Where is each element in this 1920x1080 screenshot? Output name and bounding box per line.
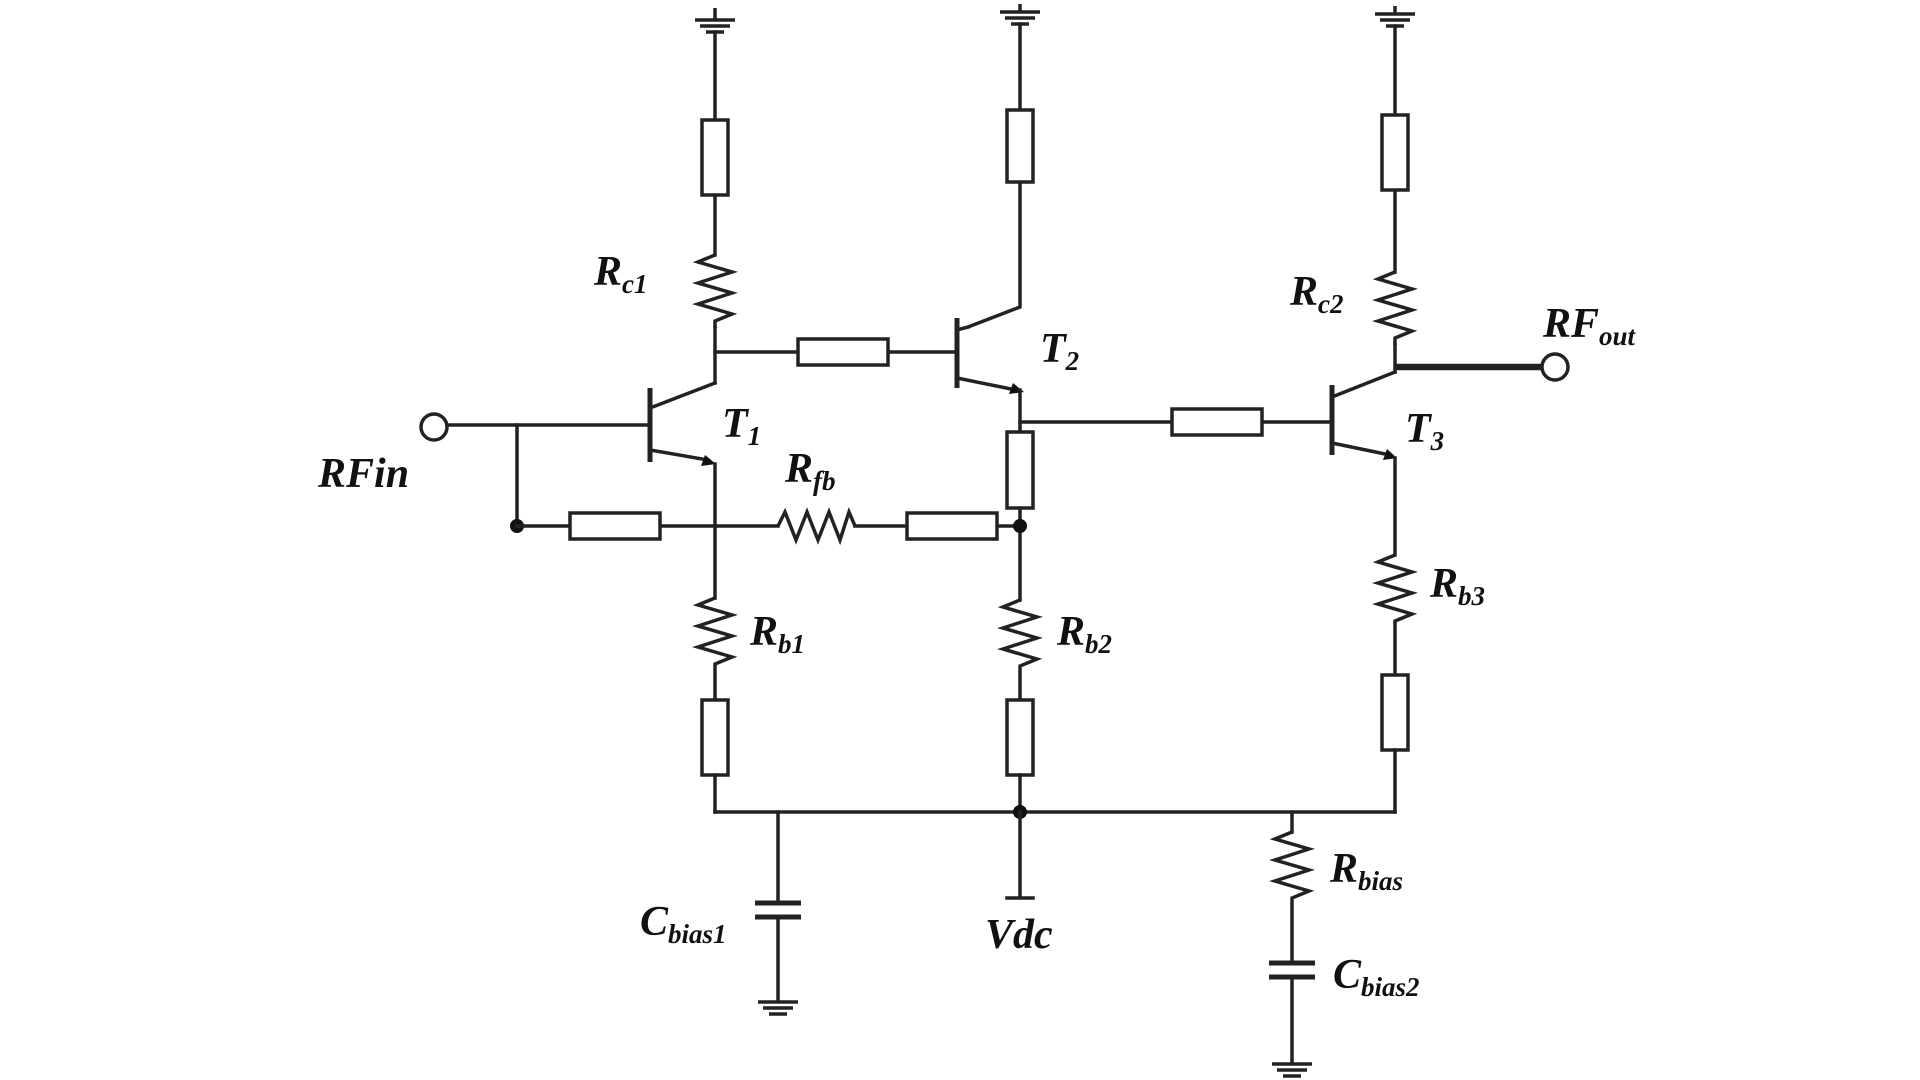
- label-t1: T1: [722, 401, 761, 451]
- junction-feedback-right: [1013, 519, 1027, 533]
- label-t3: T3: [1405, 406, 1444, 456]
- resistor-rc2: [1372, 270, 1418, 345]
- resistor-rc1: [692, 253, 738, 328]
- terminal-rfout: [1540, 352, 1570, 382]
- resistor-rb3: [1372, 553, 1418, 675]
- resistor-rb1: [692, 596, 738, 700]
- label-rb3: Rb3: [1429, 561, 1485, 611]
- resistor-box-t2-emitter: [1005, 430, 1035, 510]
- resistor-box-top-left: [700, 118, 730, 197]
- ground-symbol-top-left: [695, 8, 735, 34]
- label-t2: T2: [1040, 326, 1079, 376]
- resistor-box-rb2: [1005, 698, 1035, 777]
- resistor-rb2: [997, 598, 1043, 700]
- label-rb1: Rb1: [749, 609, 805, 659]
- label-rc2: Rc2: [1289, 269, 1344, 319]
- transistor-t1: [647, 380, 718, 466]
- label-rfin: RFin: [317, 451, 409, 497]
- resistor-box-t3-base: [1170, 407, 1264, 437]
- resistor-box-top-middle: [1005, 108, 1035, 184]
- label-cbias1: Cbias1: [640, 899, 727, 949]
- resistor-rfb: [776, 507, 857, 546]
- resistor-box-feedback-right: [905, 511, 999, 541]
- resistor-rbias: [1269, 830, 1315, 962]
- label-rb2: Rb2: [1056, 609, 1112, 659]
- label-rfb: Rfb: [784, 446, 836, 496]
- label-vdc: Vdc: [985, 912, 1053, 958]
- ground-symbol-cbias1: [758, 1000, 798, 1016]
- resistor-box-top-right: [1380, 113, 1410, 192]
- label-rc1: Rc1: [593, 249, 648, 299]
- label-cbias2: Cbias2: [1333, 952, 1420, 1002]
- capacitor-cbias1: [755, 810, 801, 1002]
- ground-symbol-top-middle: [1000, 4, 1040, 26]
- wire-vdc: [1005, 810, 1035, 900]
- resistor-box-t3-emitter: [1380, 673, 1410, 752]
- capacitor-cbias2: [1269, 960, 1315, 1064]
- transistor-t2: [954, 318, 1024, 394]
- transistor-t3: [1329, 369, 1398, 460]
- resistor-box-feedback-left: [568, 511, 662, 541]
- wire-t2-collector-branch: [965, 22, 1022, 330]
- resistor-box-t2-base: [796, 337, 890, 367]
- terminal-rfin: [419, 412, 449, 442]
- resistor-box-t1-emitter: [700, 698, 730, 777]
- ground-symbol-top-right: [1375, 6, 1415, 28]
- label-rbias: Rbias: [1329, 846, 1403, 896]
- ground-symbol-cbias2: [1272, 1062, 1312, 1078]
- label-rfout: RFout: [1542, 301, 1637, 351]
